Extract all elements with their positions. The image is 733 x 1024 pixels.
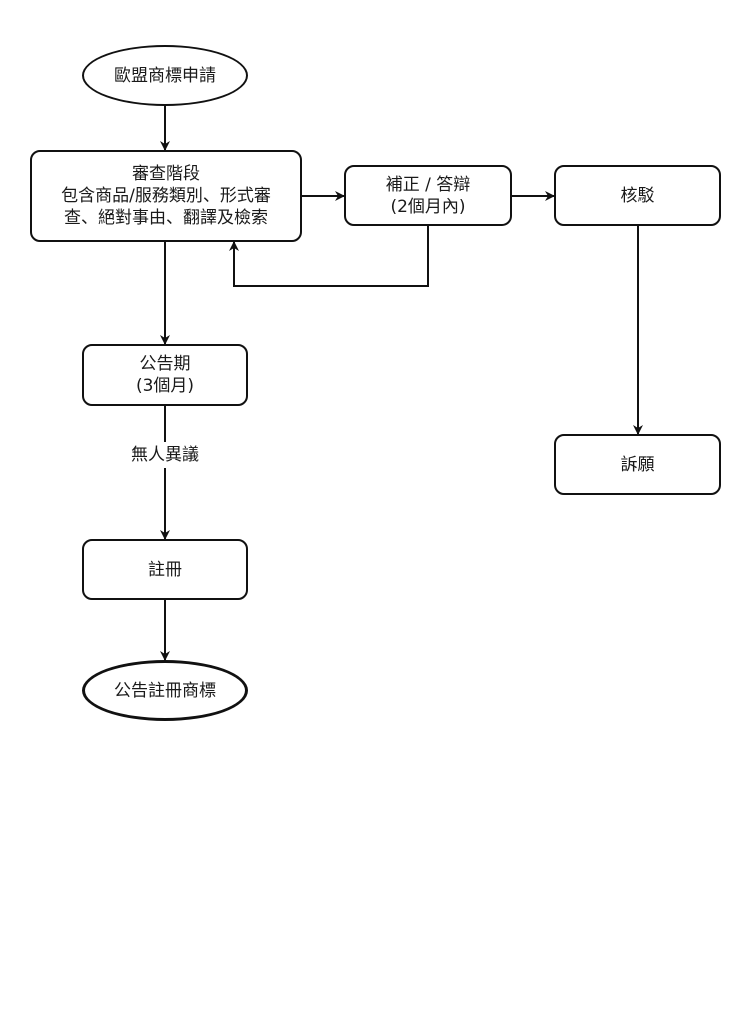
node-publication-period: 公告期 (3個月) <box>82 344 248 406</box>
node-label-line-2: (3個月) <box>135 376 195 396</box>
node-label: 訴願 <box>620 454 655 475</box>
node-label-line-2: (2個月內) <box>390 196 466 217</box>
node-label-line-1: 補正 / 答辯 <box>385 174 471 195</box>
node-label-line-1: 公告期 <box>139 354 191 374</box>
node-label: 公告註冊商標 <box>114 680 216 701</box>
node-appeal: 訴願 <box>554 434 721 495</box>
node-examination-stage: 審查階段 包含商品/服務類別、形式審 查、絕對事由、翻譯及檢索 <box>30 150 302 242</box>
node-detail-line-2: 查、絕對事由、翻譯及檢索 <box>63 208 268 228</box>
node-label: 註冊 <box>148 559 182 580</box>
edge-amend-to-exam-feedback <box>229 226 429 287</box>
node-detail-line-1: 包含商品/服務類別、形式審 <box>61 186 271 206</box>
node-publish-registered-trademark: 公告註冊商標 <box>82 660 248 721</box>
node-title: 審查階段 <box>131 164 200 184</box>
edge-label-no-opposition: 無人異議 <box>115 442 215 468</box>
node-eu-trademark-application: 歐盟商標申請 <box>82 45 248 106</box>
node-refusal: 核駁 <box>554 165 721 226</box>
node-label: 歐盟商標申請 <box>114 65 216 86</box>
node-registration: 註冊 <box>82 539 248 600</box>
node-amend-respond: 補正 / 答辯 (2個月內) <box>344 165 512 226</box>
node-label: 核駁 <box>620 185 655 206</box>
